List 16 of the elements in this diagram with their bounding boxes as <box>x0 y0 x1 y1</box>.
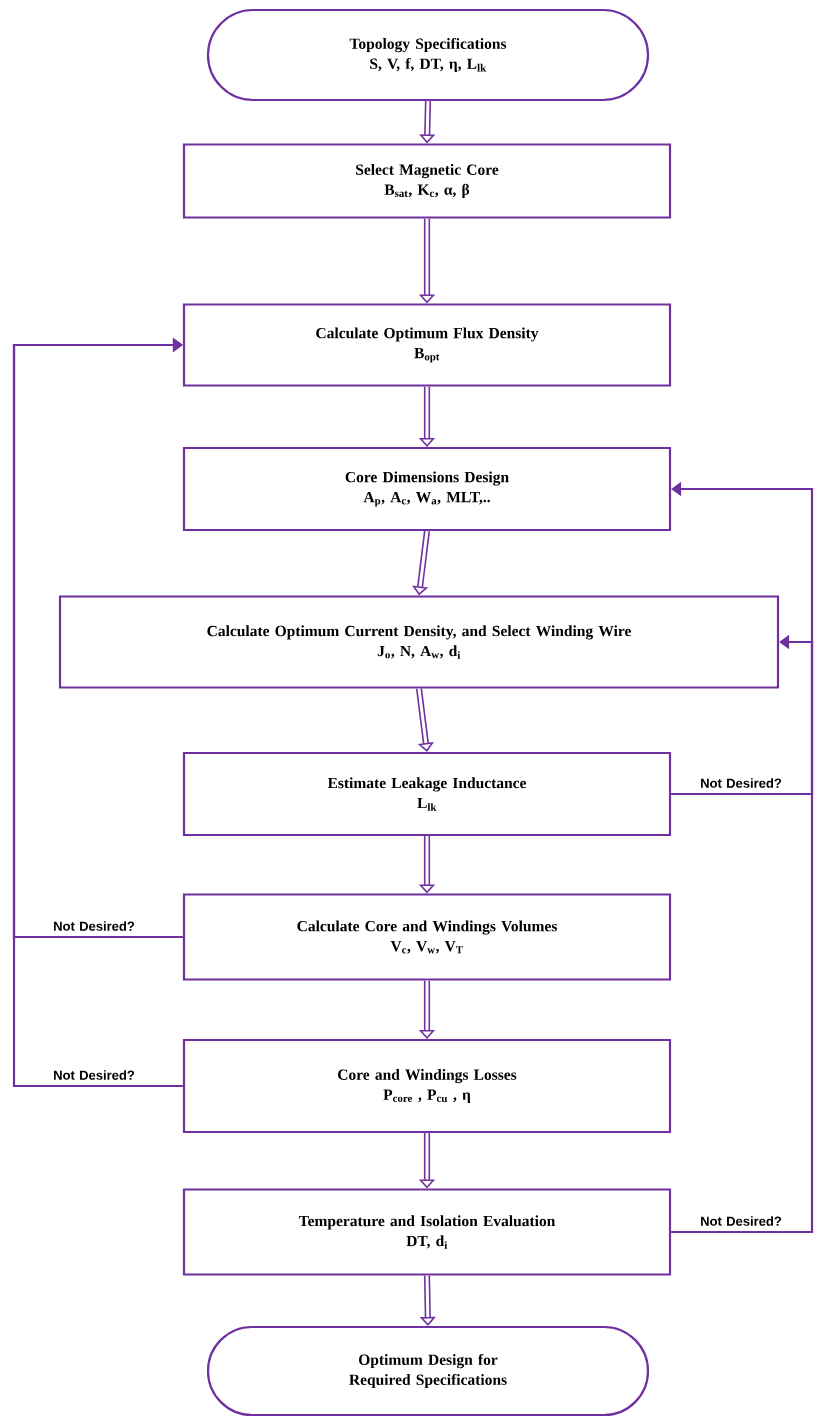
edge-label: Not Desired? <box>701 1216 782 1226</box>
feedback-arrow <box>12 337 183 1088</box>
edge-label: Not Desired? <box>54 1070 135 1080</box>
process-box: Temperature and Isolation Evaluation DT, d$_{i}$ <box>182 1188 672 1276</box>
hollow-arrow <box>415 688 434 752</box>
process-box: Calculate Optimum Current Density, and Select Winding Wire J$_{o}$, N, A$_{w}$, d$_{i}$ <box>58 595 780 689</box>
process-box: Calculate Core and Windings Volumes V$_{c}$, V$_{w}$, V$_{T}$ <box>182 893 672 981</box>
terminal-box: Topology Specifications S, V, f, DT, η, L$_{lk}$ <box>206 8 650 102</box>
terminal-box: Optimum Design for Required Specifications <box>206 1325 650 1417</box>
process-box: Select Magnetic Core B$_{sat}$, K$_{c}$, α, β <box>182 143 672 219</box>
process-box: Calculate Optimum Flux Density B$_{opt}$ <box>182 303 672 387</box>
edge-label: Not Desired? <box>54 921 135 931</box>
process-box: Core Dimensions Design A$_{p}$, A$_{c}$, W$_{a}$, MLT,.. <box>182 446 672 532</box>
process-box: Estimate Leakage Inductance L$_{lk}$ <box>182 751 672 837</box>
process-box: Core and Windings Losses P$_{core}$ , P$_{cu}$ , η <box>182 1038 672 1134</box>
edge-label: Not Desired? <box>701 778 782 788</box>
